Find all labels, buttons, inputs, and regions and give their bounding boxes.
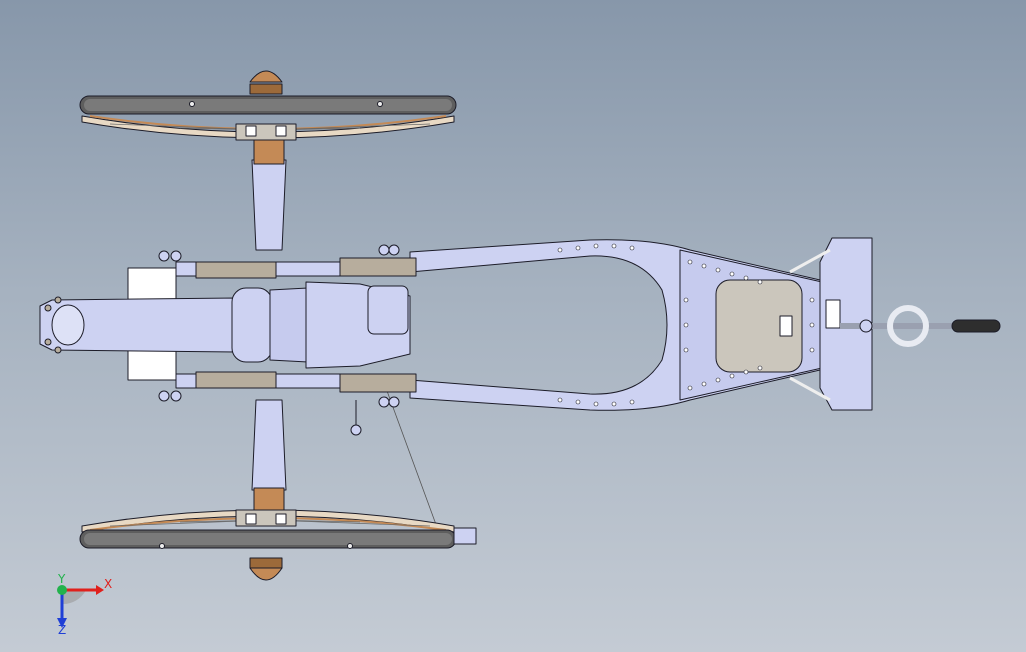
wheel-bottom[interactable] xyxy=(79,509,477,581)
tow-hook[interactable] xyxy=(840,305,1001,347)
trail-frame[interactable] xyxy=(409,239,823,411)
x-axis-label: X xyxy=(104,577,112,591)
z-axis-label: Z xyxy=(58,623,66,637)
y-axis-dot xyxy=(57,585,67,595)
trail-rivets xyxy=(557,243,815,407)
coordinate-triad: X Y Z xyxy=(57,572,112,637)
axle[interactable] xyxy=(251,139,287,513)
y-axis-label: Y xyxy=(57,572,66,586)
gun-barrel[interactable] xyxy=(39,281,411,369)
wheel-top[interactable] xyxy=(79,70,457,141)
lock-pin[interactable] xyxy=(350,400,362,436)
